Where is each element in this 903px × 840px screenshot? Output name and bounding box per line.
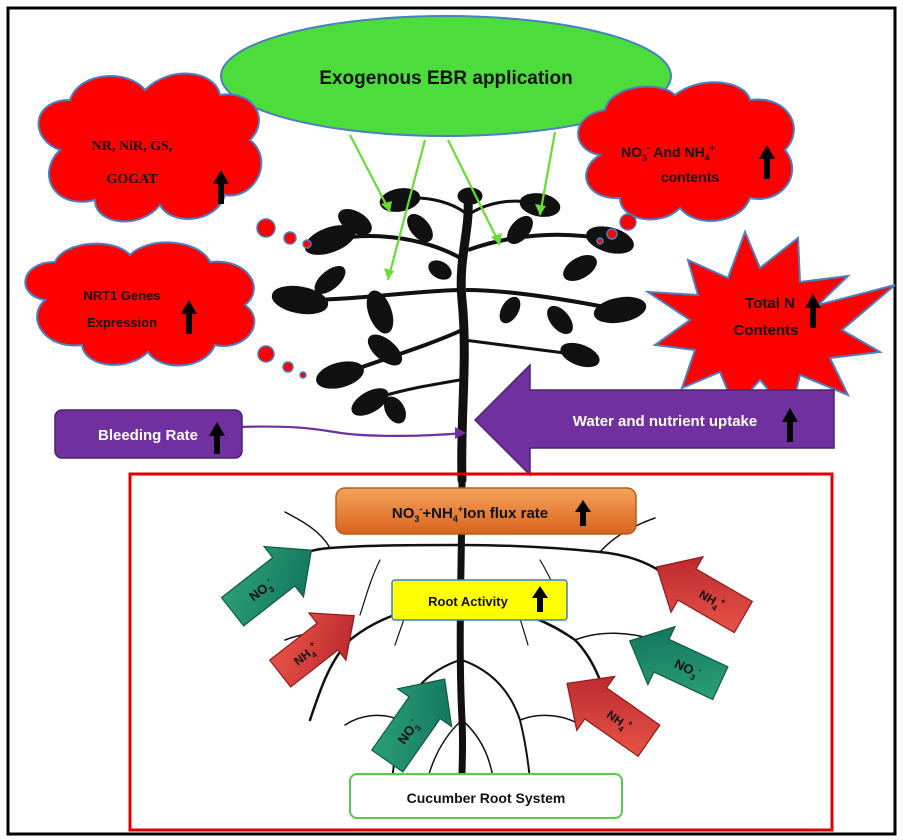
bleeding-rate-connector bbox=[239, 425, 465, 437]
cloud-contents-line2: contents bbox=[661, 169, 720, 185]
bubble-dot bbox=[619, 213, 637, 231]
ion-flux-label: NO3-+NH4+Ion flux rate bbox=[392, 504, 548, 524]
up-arrow-icon bbox=[805, 294, 821, 328]
total-n-line1: Total N bbox=[745, 295, 795, 312]
water-uptake-label: Water and nutrient uptake bbox=[573, 413, 757, 430]
bubble-dot bbox=[283, 231, 297, 245]
cloud-enzymes-line2: GOGAT bbox=[106, 172, 158, 187]
svg-text:NO3-: NO3- bbox=[671, 655, 703, 684]
ebr-application-label: Exogenous EBR application bbox=[319, 68, 572, 89]
bubble-dot bbox=[596, 237, 604, 245]
cloud-contents-line1: NO3- And NH4+ bbox=[621, 143, 715, 163]
up-arrow-icon bbox=[181, 300, 197, 334]
ion-flux-box bbox=[335, 487, 637, 535]
root-system-label: Cucumber Root System bbox=[407, 790, 566, 806]
root-system-frame bbox=[128, 472, 834, 832]
total-n-line2: Contents bbox=[734, 322, 799, 339]
bubble-dot bbox=[282, 361, 294, 373]
bleeding-rate-label: Bleeding Rate bbox=[98, 427, 198, 444]
up-arrow-icon bbox=[213, 170, 229, 204]
root-activity-label: Root Activity bbox=[428, 594, 508, 609]
bubble-dot bbox=[606, 228, 618, 240]
water-uptake-arrow: Water and nutrient uptake bbox=[473, 363, 835, 477]
cloud-enzymes-line1: NR, NiR, GS, bbox=[92, 139, 173, 154]
root-system-label-box bbox=[349, 773, 623, 819]
cloud-nrt1-line1: NRT1 Genes bbox=[83, 288, 160, 303]
ion-arrow-nitrate: NO3- bbox=[370, 678, 453, 773]
bleeding-rate-box bbox=[54, 409, 243, 459]
up-arrow-icon bbox=[575, 500, 591, 526]
root-activity-box bbox=[391, 579, 568, 621]
bubble-dot bbox=[302, 239, 312, 249]
ebr-application-ellipse bbox=[220, 15, 672, 137]
up-arrow-icon bbox=[759, 145, 775, 179]
cloud-nrt1: NRT1 Genes Expression bbox=[24, 241, 256, 367]
ion-arrow-ammonium: NH4+ bbox=[566, 675, 661, 758]
ion-arrow-ammonium: NH4+ bbox=[268, 612, 355, 688]
ion-arrow-ammonium: NH4+ bbox=[655, 555, 754, 634]
up-arrow-icon bbox=[209, 422, 225, 454]
bubble-dot bbox=[257, 345, 275, 363]
up-arrow-icon bbox=[532, 586, 548, 612]
bubble-dot bbox=[256, 218, 276, 238]
cloud-nrt1-line2: Expression bbox=[87, 315, 157, 330]
bubble-dot bbox=[299, 371, 307, 379]
ebr-arrows bbox=[349, 131, 557, 281]
up-arrow-icon bbox=[782, 408, 798, 442]
ion-arrow-nitrate: NO3- bbox=[628, 625, 729, 701]
cloud-enzymes: NR, NiR, GS, GOGAT bbox=[37, 72, 263, 223]
plant-silhouette bbox=[271, 187, 647, 485]
ion-arrow-nitrate: NO3- bbox=[220, 545, 313, 627]
bleeding-rate-arrowhead bbox=[455, 427, 466, 439]
